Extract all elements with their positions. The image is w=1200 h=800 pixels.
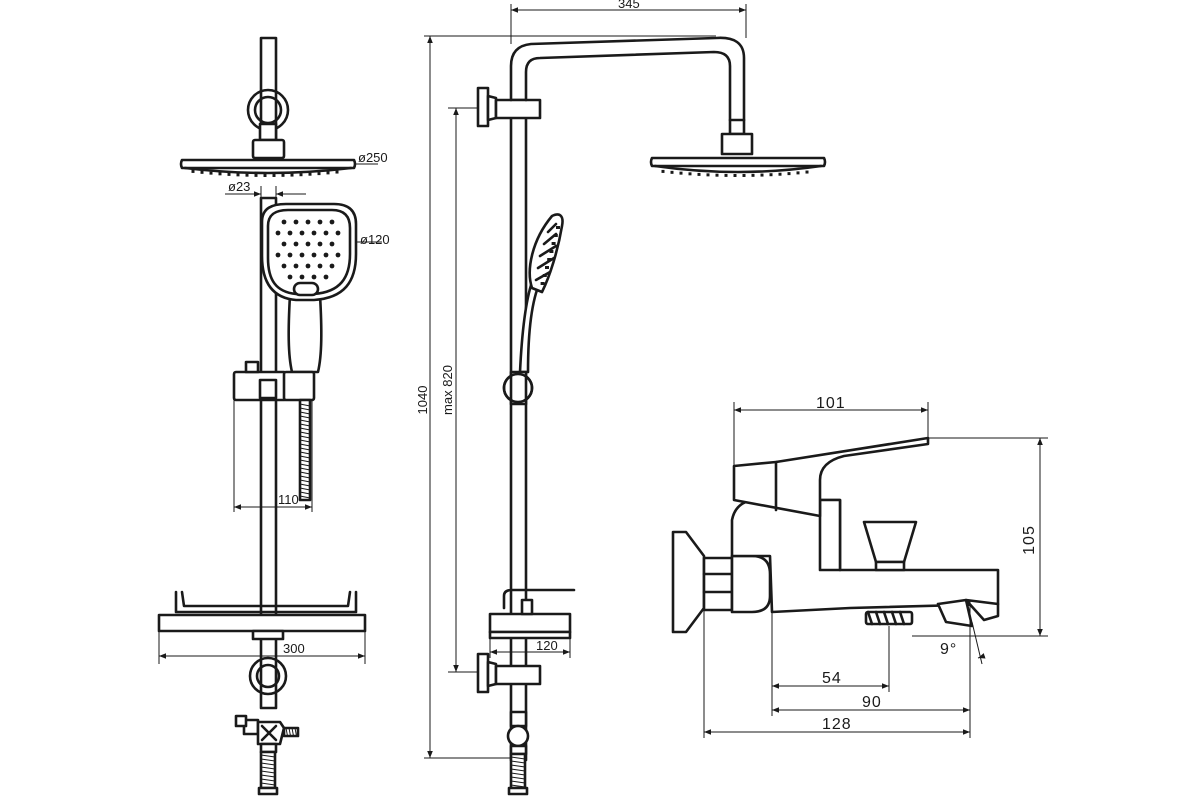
mixer-diverter-knob [862,520,918,572]
side-slider-knob [502,370,534,406]
side-riser-pipe [509,98,528,762]
dim-max-height [448,107,478,673]
front-inlet-thread [257,750,279,796]
dim-pipe-diameter-label: ø23 [228,179,250,194]
dim-height-label: 105 [1021,525,1038,555]
dim-shelf-width [158,631,366,664]
front-diverter-thread [285,727,297,737]
dim-holder-width-label: 110 [278,492,299,507]
bath-mixer-view: 101 105 9° 54 90 128 [671,395,1048,738]
dim-lever-label: 101 [816,395,846,412]
front-top-wall-bracket [246,88,290,142]
dim-spout-label: 120 [536,638,558,653]
side-hand-nozzles [540,226,560,285]
side-soap-shelf [488,588,576,640]
dim-arm-length [510,4,747,44]
dim-hand-diameter-label: ø120 [360,232,390,247]
side-head-nozzles [661,169,809,177]
dim-arm-length-label: 345 [618,0,640,11]
dim-angle-label: 9° [940,641,957,658]
dim-total-height-label: 1040 [415,386,430,415]
front-overhead-shower-head [179,138,357,177]
dim-reach-90-label: 90 [862,694,882,711]
mixer-body [730,498,1000,614]
dim-reach-54-label: 54 [822,670,842,687]
front-shower-hose [298,398,312,502]
front-slider-holder [232,360,316,402]
dim-reach-128-label: 128 [822,716,852,733]
front-hand-nozzles [275,219,341,280]
front-diverter-valve [234,714,300,754]
front-view: ø250 ø23 ø120 [157,36,390,796]
dim-spout [489,638,571,658]
mixer-wall-flange [671,530,734,634]
side-bottom-wall-bracket [476,652,542,694]
front-bottom-wall-bracket [248,656,288,696]
front-hand-shower [260,202,358,374]
dim-max-height-label: max 820 [440,365,455,415]
dim-total-height [424,35,716,759]
dim-reach [703,610,971,738]
side-view: 345 1040 max 820 [415,0,827,796]
dim-pipe-diameter [225,186,306,200]
side-overhead-head [649,118,827,177]
dim-height [912,437,1048,637]
front-head-nozzles [191,169,339,177]
dim-holder-width [233,400,313,512]
mixer-lever-handle [732,436,930,518]
front-soap-shelf [157,590,367,641]
side-overhead-arm [509,36,746,122]
side-hand-shower [518,213,564,374]
side-diverter-valve [506,710,530,756]
dim-angle [969,600,986,668]
mixer-aerator [864,598,1000,628]
dim-head-diameter-label: ø250 [358,150,388,165]
dim-lever [733,402,929,466]
dim-shelf-width-label: 300 [283,641,305,656]
side-inlet-thread [507,752,529,796]
side-overhead-arm-inner [524,50,732,122]
side-top-wall-bracket [476,86,542,128]
